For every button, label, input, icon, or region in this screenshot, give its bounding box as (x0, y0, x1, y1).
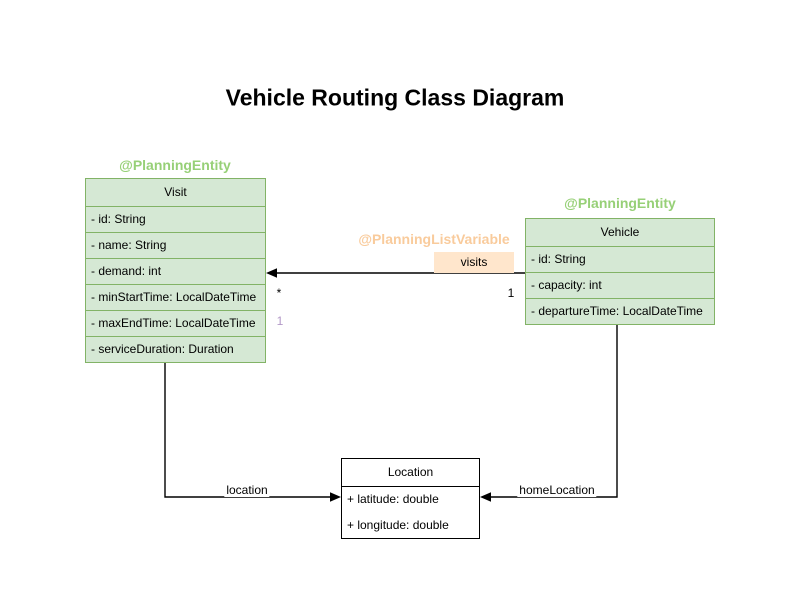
visits-multiplicity-target: * (275, 286, 283, 300)
class-visit-title: Visit (164, 185, 187, 199)
class-attribute-row: - demand: int (86, 258, 265, 284)
class-attribute-row: - id: String (526, 246, 714, 272)
vehicle-stereotype: @PlanningEntity (564, 195, 676, 211)
location-arrowhead (330, 492, 341, 502)
visit-stereotype: @PlanningEntity (119, 157, 231, 173)
class-vehicle[interactable]: Vehicle - id: String - capacity: int - d… (525, 218, 715, 325)
home-location-arrowhead (480, 492, 491, 502)
class-attribute-row: - name: String (86, 232, 265, 258)
class-attribute-row: - minStartTime: LocalDateTime (86, 284, 265, 310)
class-attribute-row: - id: String (86, 206, 265, 232)
visits-multiplicity-source: 1 (506, 286, 516, 300)
location-edge-label: location (224, 483, 270, 497)
location-connector (164, 362, 341, 502)
visits-edge-label[interactable]: visits (434, 252, 514, 273)
visits-arrowhead (266, 268, 277, 278)
class-attribute-row: + latitude: double (342, 486, 479, 512)
class-attribute-row: - departureTime: LocalDateTime (526, 298, 714, 324)
planning-list-variable-annotation: @PlanningListVariable (358, 231, 510, 247)
class-attribute-row: - capacity: int (526, 272, 714, 298)
class-visit[interactable]: Visit - id: String - name: String - dema… (85, 178, 266, 363)
class-location[interactable]: Location + latitude: double + longitude:… (341, 458, 480, 539)
class-attribute-row: - maxEndTime: LocalDateTime (86, 310, 265, 336)
diagram-title: Vehicle Routing Class Diagram (225, 84, 565, 111)
home-location-connector (480, 323, 618, 502)
visits-multiplicity-extra: 1 (275, 314, 285, 328)
class-attribute-row: + longitude: double (347, 518, 449, 532)
class-attribute-row: - serviceDuration: Duration (86, 336, 265, 362)
home-location-edge-label: homeLocation (517, 483, 597, 497)
class-location-title: Location (387, 465, 434, 479)
class-vehicle-title: Vehicle (600, 225, 640, 239)
